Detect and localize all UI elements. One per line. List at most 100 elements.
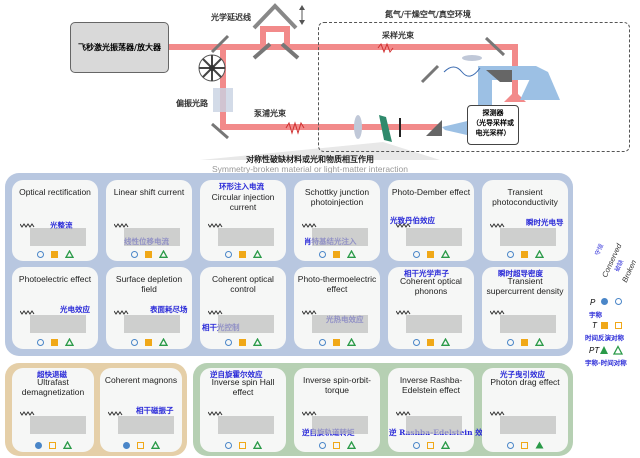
- t-conserved-icon: [144, 338, 152, 346]
- mechanism-illustration: [114, 310, 180, 333]
- p-broken-icon: [506, 338, 514, 346]
- t-broken-icon: [136, 441, 144, 449]
- mechanism-illustration: [20, 223, 86, 246]
- mechanism-card: Inverse spin-orbit-torque逆自旋轨道转矩: [294, 368, 380, 452]
- legend-header: 守恒 Conserved 破缺 Broken: [590, 225, 640, 285]
- mechanism-illustration: [302, 310, 368, 333]
- detector-box: 探测器 （光导采样或 电光采样）: [467, 105, 519, 145]
- p-broken-icon: [318, 441, 326, 449]
- card-title-zh: 光电效应: [60, 305, 90, 314]
- setup-diagram: [167, 3, 560, 160]
- p-broken-icon: [506, 441, 514, 449]
- t-conserved-icon: [50, 338, 58, 346]
- mirror: [211, 122, 229, 140]
- t-conserved-icon: [238, 250, 246, 258]
- legend-t-conserved-icon: [601, 322, 608, 329]
- card-title-zh: 光整流: [50, 221, 73, 230]
- mechanism-illustration: [396, 223, 462, 246]
- probe-pulse-icon: [377, 42, 394, 54]
- p-broken-icon: [36, 250, 44, 258]
- p-broken-icon: [318, 250, 326, 258]
- card-title: Coherent magnons: [104, 375, 178, 385]
- mechanism-card: Photo-thermoelectric effect光热电效应: [294, 267, 380, 349]
- symmetry-indicators: [100, 440, 182, 450]
- p-broken-icon: [412, 441, 420, 449]
- legend-p-zh: 宇称: [589, 311, 602, 319]
- legend-pt-zh: 宇称-时间对称: [585, 359, 627, 367]
- environment-enclosure: [318, 22, 630, 152]
- pump-beam: [220, 124, 438, 130]
- mechanism-illustration: [208, 411, 274, 434]
- section-title-zh: 对称性破缺材料或光和物质相互作用: [246, 154, 374, 164]
- t-conserved-icon: [332, 250, 340, 258]
- symmetry-indicators: [200, 337, 286, 347]
- card-title: Photo-thermoelectric effect: [297, 274, 377, 294]
- symmetry-indicators: [294, 249, 380, 259]
- pt-conserved-icon: [535, 441, 543, 449]
- t-conserved-icon: [426, 250, 434, 258]
- card-title: Inverse spin Hall effect: [211, 377, 275, 397]
- card-title: Photon drag effect: [490, 377, 560, 387]
- p-broken-icon: [224, 441, 232, 449]
- pt-broken-icon: [64, 250, 74, 258]
- pt-broken-icon: [158, 250, 168, 258]
- t-conserved-icon: [144, 250, 152, 258]
- pt-broken-icon: [534, 250, 544, 258]
- symmetry-indicators: [388, 249, 474, 259]
- symmetry-indicators: [12, 440, 94, 450]
- delay-line-retroreflector: [252, 3, 298, 30]
- t-conserved-icon: [520, 338, 528, 346]
- pt-broken-icon: [440, 441, 450, 449]
- card-title: Optical rectification: [19, 187, 91, 197]
- mechanism-card: Coherent optical control相干光控制: [200, 267, 286, 349]
- section-title-en: Symmetry-broken material or light-matter…: [211, 164, 409, 174]
- environment-label: 氮气/干燥空气/真空环境: [385, 9, 471, 19]
- pt-broken-icon: [62, 441, 72, 449]
- pt-broken-icon: [252, 441, 262, 449]
- lens-icon: [354, 115, 362, 139]
- pt-broken-icon: [252, 338, 262, 346]
- symmetry-indicators: [294, 337, 380, 347]
- mechanism-illustration: [108, 411, 174, 434]
- card-title-zh: 光致丹伯效应: [390, 216, 435, 225]
- mechanism-illustration: [302, 223, 368, 246]
- polarization-label: 偏振光路: [176, 98, 208, 108]
- card-title: Circular injection current: [211, 192, 275, 212]
- main-beam: [167, 44, 317, 50]
- mechanism-illustration: [396, 411, 462, 434]
- mechanism-illustration: [114, 223, 180, 246]
- p-broken-icon: [318, 338, 326, 346]
- pt-broken-icon: [440, 338, 450, 346]
- detector-sublabel: （光导采样或: [472, 118, 514, 127]
- detector-label: 探测器: [482, 108, 504, 117]
- pump-pulse-icon: [285, 121, 305, 135]
- card-title-zh: 逆自旋霍尔效应: [210, 370, 263, 379]
- symmetry-indicators: [12, 337, 98, 347]
- p-broken-icon: [36, 338, 44, 346]
- pt-broken-icon: [346, 338, 356, 346]
- mechanism-illustration: [20, 411, 86, 434]
- p-broken-icon: [130, 338, 138, 346]
- mechanism-card: Optical rectification 光整流: [12, 180, 98, 261]
- pt-broken-icon: [534, 338, 544, 346]
- card-title: Inverse spin-orbit-torque: [302, 375, 372, 395]
- pt-broken-icon: [64, 338, 74, 346]
- p-broken-icon: [224, 338, 232, 346]
- card-title-zh: 瞬时光电导: [526, 218, 564, 227]
- card-title: Schottky junction photoinjection: [304, 187, 370, 207]
- symmetry-indicators: [388, 440, 474, 450]
- card-title: Coherent optical phonons: [400, 276, 462, 296]
- card-title: Surface depletion field: [115, 274, 183, 294]
- legend-pt-broken-icon: [612, 345, 624, 355]
- card-title: Photo-Dember effect: [391, 187, 471, 197]
- mechanism-card: Photo-Dember effect 光致丹伯效应: [388, 180, 474, 261]
- t-conserved-icon: [332, 338, 340, 346]
